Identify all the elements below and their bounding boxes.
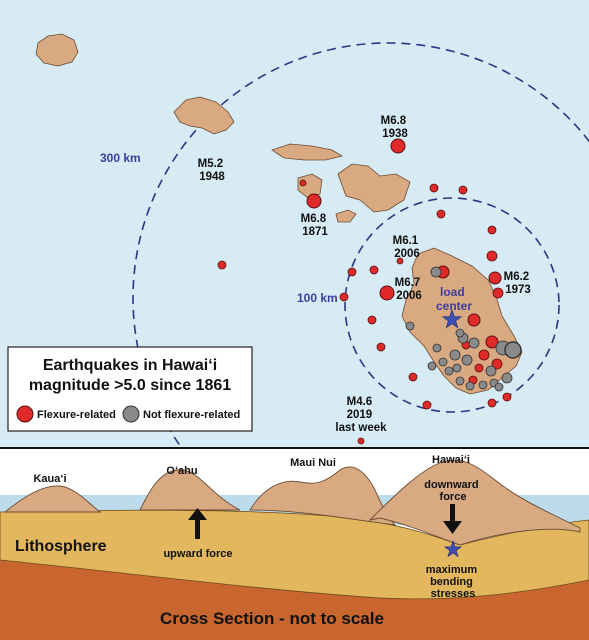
quake-flexure bbox=[492, 287, 504, 299]
quake-flexure bbox=[422, 400, 432, 410]
quake-flexure bbox=[474, 363, 484, 373]
quake-non-flexure bbox=[501, 372, 513, 384]
xs-label-oahu: O‘ahu bbox=[166, 465, 197, 477]
upward-arrow bbox=[188, 508, 207, 539]
legend-flexure-swatch bbox=[16, 405, 34, 423]
quake-non-flexure bbox=[452, 363, 462, 373]
ring-100km bbox=[344, 197, 560, 413]
xs-label-kauai: Kaua‘i bbox=[33, 473, 66, 485]
quake-flexure bbox=[357, 437, 365, 445]
island-niihau-kauai bbox=[35, 33, 79, 67]
load-center-star bbox=[441, 309, 463, 329]
downward-arrow bbox=[443, 504, 462, 534]
quake-non-flexure bbox=[455, 376, 465, 386]
quake-label-m67-2006: M6.7 2006 bbox=[395, 277, 424, 302]
quake-flexure bbox=[429, 183, 439, 193]
quake-flexure bbox=[488, 271, 502, 285]
upward-force-label: upward force bbox=[163, 548, 232, 560]
downward-force-label: downward force bbox=[424, 479, 481, 503]
quake-label-m61-2006: M6.1 2006 bbox=[393, 235, 422, 260]
quake-flexure bbox=[306, 193, 322, 209]
quake-non-flexure bbox=[432, 343, 442, 353]
quake-flexure bbox=[396, 257, 404, 265]
island-hawaii bbox=[401, 247, 523, 395]
mountain-maui-nui bbox=[249, 466, 397, 526]
quake-non-flexure bbox=[405, 321, 415, 331]
island-oahu bbox=[173, 96, 235, 135]
quake-non-flexure bbox=[494, 382, 504, 392]
quake-flexure bbox=[367, 315, 377, 325]
legend-title-line2: magnitude >5.0 since 1861 bbox=[29, 377, 231, 394]
quake-non-flexure bbox=[455, 328, 465, 338]
quake-label-m68-1871: M6.8 1871 bbox=[301, 213, 330, 238]
xs-label-maui-nui: Maui Nui bbox=[290, 457, 336, 469]
quake-non-flexure bbox=[461, 354, 473, 366]
ring-100km-label: 100 km bbox=[297, 291, 338, 305]
quake-non-flexure bbox=[485, 365, 497, 377]
quake-flexure bbox=[347, 267, 357, 277]
legend-title-line1: Earthquakes in Hawai‘i bbox=[43, 357, 217, 374]
load-center-label: load center bbox=[436, 285, 472, 313]
cross-section-title: Cross Section - not to scale bbox=[160, 609, 384, 628]
lithosphere-label: Lithosphere bbox=[15, 538, 107, 555]
quake-flexure bbox=[376, 342, 386, 352]
quake-flexure bbox=[487, 398, 497, 408]
island-kahoolawe bbox=[335, 209, 357, 223]
quake-non-flexure bbox=[468, 337, 480, 349]
quake-non-flexure bbox=[478, 380, 488, 390]
quake-label-m68-1938: M6.8 1938 bbox=[381, 115, 410, 140]
quake-flexure bbox=[217, 260, 227, 270]
quake-flexure bbox=[408, 372, 418, 382]
quake-non-flexure bbox=[504, 341, 522, 359]
quake-flexure bbox=[369, 265, 379, 275]
quake-non-flexure bbox=[430, 266, 442, 278]
island-molokai bbox=[271, 143, 344, 161]
quake-flexure bbox=[436, 209, 446, 219]
quake-flexure bbox=[491, 358, 503, 370]
quake-label-m46-2019: M4.6 2019 last week bbox=[335, 396, 387, 434]
mantle-layer bbox=[0, 560, 589, 640]
ring-300km-label: 300 km bbox=[100, 151, 141, 165]
bending-stresses-label: maximum bending stresses bbox=[426, 564, 480, 600]
quake-flexure bbox=[502, 392, 512, 402]
mountain-oahu bbox=[139, 469, 241, 511]
quake-non-flexure bbox=[427, 361, 437, 371]
quake-flexure bbox=[379, 285, 395, 301]
quake-flexure bbox=[486, 250, 498, 262]
quake-flexure bbox=[485, 335, 499, 349]
non-flexure-quakes bbox=[405, 266, 522, 392]
quake-flexure bbox=[299, 179, 307, 187]
legend-flexure-label: Flexure-related bbox=[37, 409, 116, 421]
ring-300km bbox=[132, 42, 589, 554]
quake-flexure bbox=[339, 292, 349, 302]
quake-non-flexure bbox=[438, 357, 448, 367]
legend-non-flexure-swatch bbox=[122, 405, 140, 423]
xs-label-hawaii: Hawai‘i bbox=[432, 454, 470, 466]
mountain-hawaii bbox=[368, 459, 581, 546]
quake-non-flexure bbox=[465, 381, 475, 391]
quake-flexure bbox=[478, 349, 490, 361]
legend: Earthquakes in Hawai‘i magnitude >5.0 si… bbox=[7, 346, 253, 432]
flexure-quakes bbox=[217, 138, 512, 445]
quake-flexure bbox=[487, 225, 497, 235]
quake-flexure bbox=[458, 185, 468, 195]
quake-non-flexure bbox=[449, 349, 461, 361]
quake-flexure bbox=[390, 138, 406, 154]
quake-label-m52-1948: M5.2 1948 bbox=[198, 158, 227, 183]
legend-non-flexure-label: Not flexure-related bbox=[143, 409, 240, 421]
max-bending-star bbox=[444, 540, 462, 558]
quake-label-m62-1973: M6.2 1973 bbox=[504, 271, 533, 296]
mountain-kauai bbox=[3, 485, 102, 513]
quake-non-flexure bbox=[444, 366, 454, 376]
quake-flexure bbox=[467, 313, 481, 327]
island-maui bbox=[337, 163, 411, 213]
